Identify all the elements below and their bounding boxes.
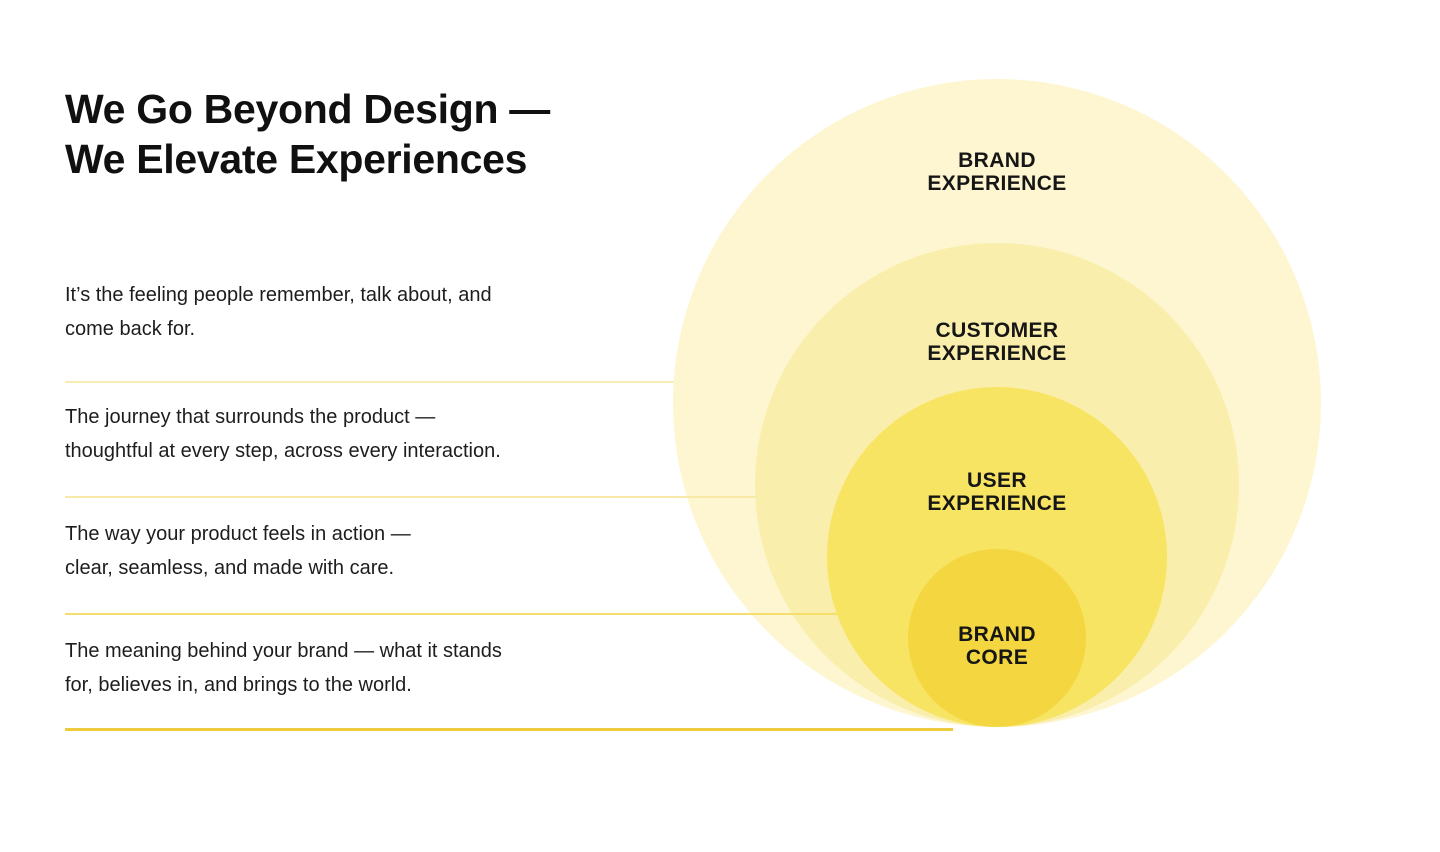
page-title: We Go Beyond Design — We Elevate Experie…	[65, 84, 550, 184]
label-line: BRAND	[958, 623, 1036, 646]
description-line: clear, seamless, and made with care.	[65, 557, 395, 579]
divider-brand-core	[65, 728, 953, 731]
label-line: EXPERIENCE	[927, 492, 1067, 515]
description-user-experience: The way your product feels in action — c…	[65, 517, 411, 585]
label-brand-experience: BRAND EXPERIENCE	[837, 149, 1157, 195]
description-line: come back for.	[65, 318, 196, 340]
label-brand-core: BRAND CORE	[837, 623, 1157, 669]
description-line: The journey that surrounds the product —	[65, 406, 436, 428]
divider-brand-experience	[65, 381, 720, 383]
label-line: EXPERIENCE	[927, 172, 1067, 195]
description-line: It’s the feeling people remember, talk a…	[65, 284, 492, 306]
description-brand-experience: It’s the feeling people remember, talk a…	[65, 278, 492, 346]
circle-brand-core	[908, 549, 1086, 727]
label-customer-experience: CUSTOMER EXPERIENCE	[837, 319, 1157, 365]
page-title-line-2: We Elevate Experiences	[65, 136, 528, 182]
page-title-line-1: We Go Beyond Design —	[65, 86, 550, 132]
description-line: The meaning behind your brand — what it …	[65, 640, 502, 662]
label-line: BRAND	[958, 149, 1036, 172]
description-customer-experience: The journey that surrounds the product —…	[65, 400, 501, 468]
label-user-experience: USER EXPERIENCE	[837, 469, 1157, 515]
label-line: USER	[967, 469, 1027, 492]
divider-customer-experience	[65, 496, 800, 498]
label-line: CORE	[965, 646, 1029, 669]
description-line: thoughtful at every step, across every i…	[65, 440, 501, 462]
description-line: for, believes in, and brings to the worl…	[65, 674, 412, 696]
label-line: CUSTOMER	[935, 319, 1059, 342]
divider-user-experience	[65, 613, 880, 615]
label-line: EXPERIENCE	[927, 342, 1067, 365]
description-brand-core: The meaning behind your brand — what it …	[65, 634, 502, 702]
description-line: The way your product feels in action —	[65, 523, 411, 545]
